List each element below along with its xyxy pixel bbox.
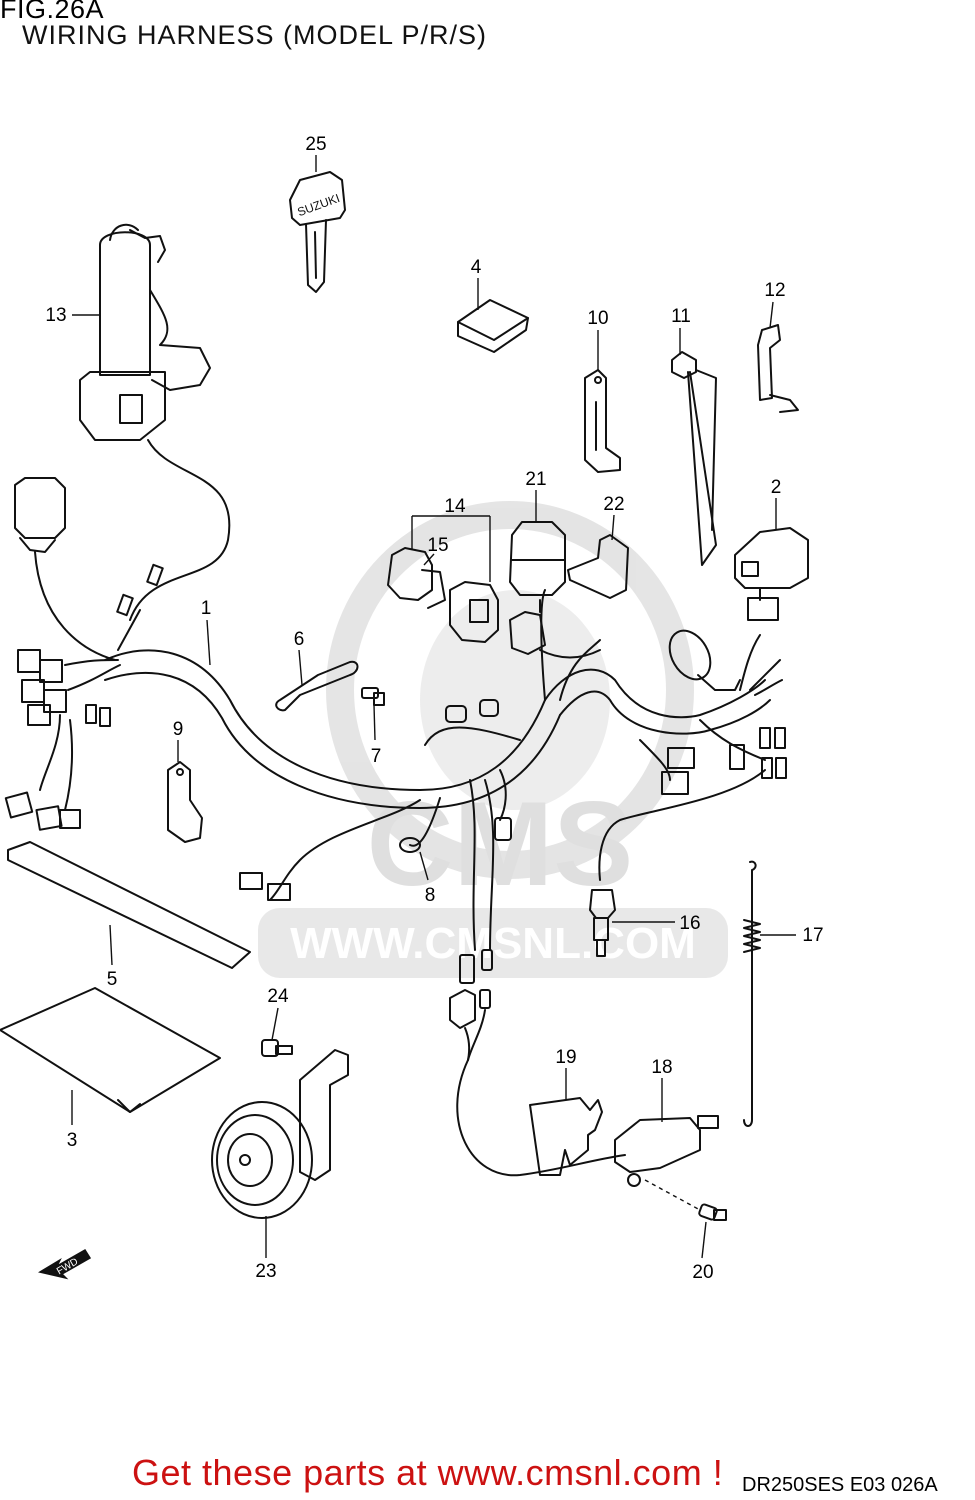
ignition-switch-part <box>79 223 231 621</box>
callout-25: 25 <box>305 134 326 155</box>
watermark: CMS WWW.CMSNL.COM <box>258 501 728 978</box>
screw-part-7 <box>361 687 385 706</box>
fwd-arrow: FWD <box>38 1248 92 1280</box>
main-harness-part <box>104 589 787 1177</box>
sheet-part-5 <box>7 841 251 969</box>
callout-8: 8 <box>425 885 436 906</box>
callout-16: 16 <box>679 913 700 934</box>
switch-part-18 <box>614 1115 719 1211</box>
figure-title: WIRING HARNESS (MODEL P/R/S) <box>22 20 488 50</box>
sheet-part-3 <box>0 987 221 1113</box>
key-part: SUZUKI <box>289 171 346 293</box>
callout-6: 6 <box>294 629 305 650</box>
relay-part <box>509 521 601 659</box>
callout-5: 5 <box>107 969 118 990</box>
figure-id: FIG.26A <box>0 0 105 24</box>
callout-10: 10 <box>587 308 608 329</box>
callout-7: 7 <box>371 746 382 767</box>
callout-19: 19 <box>555 1047 576 1068</box>
callout-20: 20 <box>692 1262 713 1283</box>
fwd-label: FWD <box>55 1256 80 1277</box>
callout-numbers: 25 13 4 10 11 12 2 21 22 14 15 1 6 7 9 8… <box>45 134 823 1283</box>
watermark-brand: CMS <box>367 777 634 911</box>
clamp-part-12 <box>757 324 799 413</box>
callout-17: 17 <box>802 925 823 946</box>
callout-23: 23 <box>255 1261 276 1282</box>
figure-code: DR250SES E03 026A <box>742 1474 938 1496</box>
leader-lines <box>71 155 796 1259</box>
cable-tie-part <box>671 351 717 566</box>
clamp-part-9 <box>167 761 203 843</box>
callout-14: 14 <box>444 496 466 517</box>
callout-21: 21 <box>525 469 546 490</box>
left-connectors <box>4 477 164 831</box>
callout-11: 11 <box>671 306 691 327</box>
callout-22: 22 <box>603 494 624 515</box>
callout-24: 24 <box>267 986 289 1007</box>
clamp-part-10 <box>584 369 621 473</box>
horn-part <box>211 1049 349 1219</box>
pad-part <box>457 299 529 353</box>
bracket-part-19 <box>529 1097 603 1176</box>
screw-part-20 <box>698 1203 727 1221</box>
sensor-part <box>589 889 616 957</box>
connector-cover-part <box>734 527 809 601</box>
callout-9: 9 <box>173 719 184 740</box>
callout-1: 1 <box>201 598 212 619</box>
callout-3: 3 <box>67 1130 78 1151</box>
rod-spring-part <box>743 860 761 1127</box>
key-brand: SUZUKI <box>295 191 341 219</box>
ad-link[interactable]: Get these parts at www.cmsnl.com ! <box>132 1452 724 1493</box>
bolt-part-24 <box>261 1039 293 1057</box>
callout-4: 4 <box>471 257 482 278</box>
callout-2: 2 <box>771 477 782 498</box>
bracket-part-22 <box>567 534 629 599</box>
callout-18: 18 <box>651 1057 672 1078</box>
callout-13: 13 <box>45 305 66 326</box>
callout-15: 15 <box>427 535 448 556</box>
clip-part <box>275 660 359 712</box>
coupler-parts <box>387 515 499 643</box>
callout-12: 12 <box>764 280 785 301</box>
